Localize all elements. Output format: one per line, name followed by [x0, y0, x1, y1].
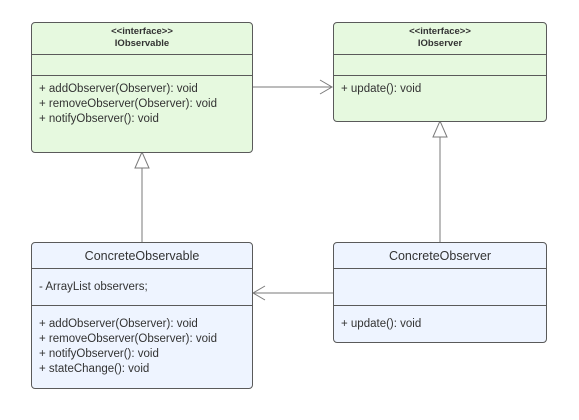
attribute-item: - ArrayList observers; — [39, 281, 148, 293]
hollow-triangle-icon — [432, 119, 448, 138]
open-arrowhead-icon — [252, 285, 266, 301]
method-item: + update(): void — [341, 83, 422, 95]
class-name: ConcreteObserver — [388, 249, 492, 263]
method-item: + notifyObserver(): void — [39, 348, 159, 360]
method-item: + addObserver(Observer): void — [39, 83, 198, 95]
class-name: IObserver — [417, 38, 463, 49]
hollow-triangle-icon — [134, 150, 150, 169]
class-header: ConcreteObservable — [32, 243, 252, 269]
attributes-section — [334, 269, 546, 306]
method-item: + addObserver(Observer): void — [39, 318, 198, 330]
attributes-section: - ArrayList observers; — [32, 269, 252, 306]
method-item: + removeObserver(Observer): void — [39, 333, 217, 345]
methods-section: + update(): void — [334, 306, 546, 332]
class-name: IObservable — [114, 38, 170, 49]
attributes-section — [334, 55, 546, 76]
attributes-section — [32, 55, 252, 76]
class-header: ConcreteObserver — [334, 243, 546, 269]
stereotype-label: <<interface>> — [409, 26, 471, 37]
method-item: + update(): void — [341, 318, 422, 330]
method-item: + stateChange(): void — [39, 363, 150, 375]
class-name: ConcreteObservable — [84, 249, 200, 263]
methods-section: + update(): void — [334, 76, 546, 97]
method-item: + removeObserver(Observer): void — [39, 98, 217, 110]
class-iobservable[interactable]: <<interface>> IObservable + addObserver(… — [31, 22, 253, 153]
class-concreteobserver[interactable]: ConcreteObserver + update(): void — [333, 242, 547, 343]
open-arrowhead-icon — [319, 79, 333, 95]
class-iobserver[interactable]: <<interface>> IObserver + update(): void — [333, 22, 547, 122]
method-item: + notifyObserver(): void — [39, 113, 159, 125]
methods-section: + addObserver(Observer): void + removeOb… — [32, 306, 252, 377]
class-header: <<interface>> IObservable — [32, 23, 252, 55]
class-header: <<interface>> IObserver — [334, 23, 546, 55]
stereotype-label: <<interface>> — [111, 26, 173, 37]
class-concreteobservable[interactable]: ConcreteObservable - ArrayList observers… — [31, 242, 253, 389]
methods-section: + addObserver(Observer): void + removeOb… — [32, 76, 252, 127]
